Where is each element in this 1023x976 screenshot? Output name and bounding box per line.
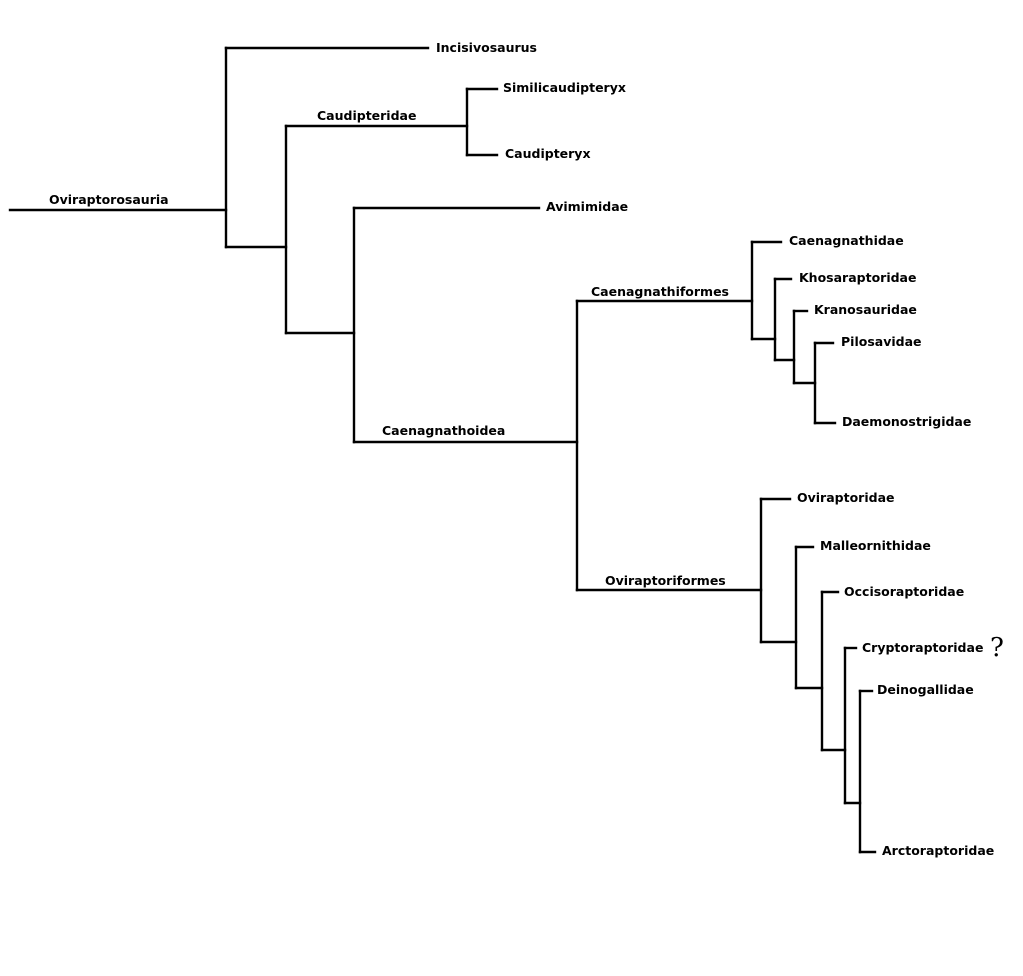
clade-label-caudipteridae: Caudipteridae: [317, 108, 416, 123]
taxon-label-kranosauridae: Kranosauridae: [814, 302, 917, 317]
taxon-label-arctoraptoridae: Arctoraptoridae: [882, 843, 994, 858]
taxon-label-deinogallidae: Deinogallidae: [877, 682, 974, 697]
clade-label-caenagnathiformes: Caenagnathiformes: [591, 284, 729, 299]
taxon-label-similicaudipteryx: Similicaudipteryx: [503, 80, 626, 95]
taxon-label-caenagnathidae: Caenagnathidae: [789, 233, 904, 248]
taxon-label-pilosavidae: Pilosavidae: [841, 334, 922, 349]
taxon-label-occisoraptoridae: Occisoraptoridae: [844, 584, 964, 599]
taxon-label-avimimidae: Avimimidae: [546, 199, 628, 214]
taxon-label-incisivosaurus: Incisivosaurus: [436, 40, 537, 55]
taxon-label-malleornithidae: Malleornithidae: [820, 538, 931, 553]
clade-label-oviraptoriformes: Oviraptoriformes: [605, 573, 726, 588]
clade-label-caenagnathoidea: Caenagnathoidea: [382, 423, 505, 438]
uncertainty-question-mark: ?: [990, 633, 1004, 663]
taxon-label-daemonostrigidae: Daemonostrigidae: [842, 414, 971, 429]
clade-label-oviraptorosauria: Oviraptorosauria: [49, 192, 169, 207]
taxon-label-cryptoraptoridae: Cryptoraptoridae: [862, 640, 983, 655]
taxon-label-khosaraptoridae: Khosaraptoridae: [799, 270, 916, 285]
taxon-label-oviraptoridae: Oviraptoridae: [797, 490, 894, 505]
taxon-label-caudipteryx: Caudipteryx: [505, 146, 591, 161]
